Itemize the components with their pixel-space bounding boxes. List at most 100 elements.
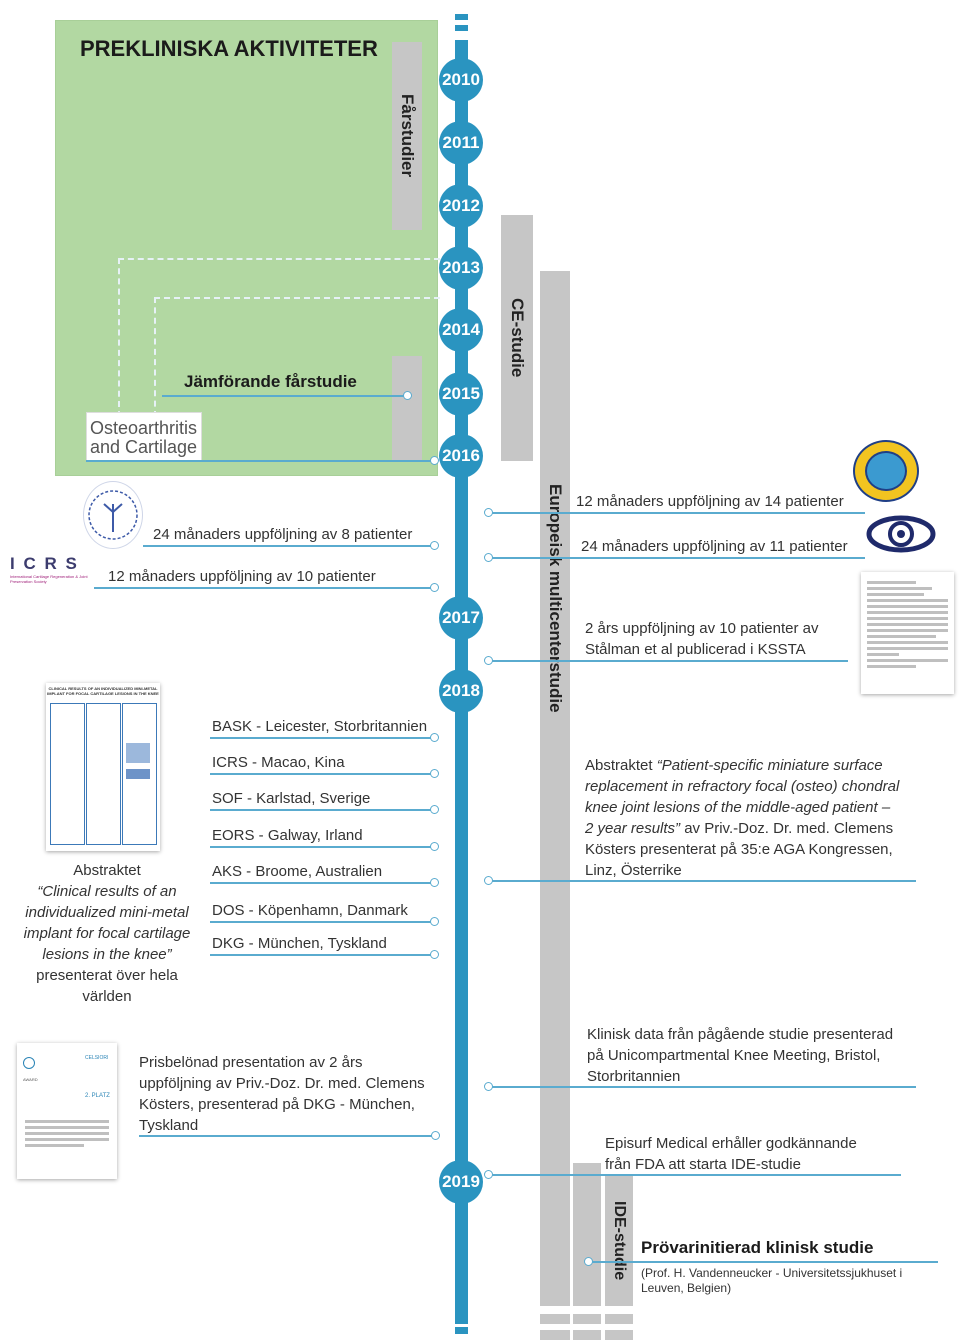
- prize-line-2: uppföljning av Priv.-Doz. Dr. med. Cleme…: [139, 1075, 425, 1092]
- fda-dot: [484, 1170, 493, 1179]
- icrs-subtitle: International Cartilage Regeneration & J…: [10, 574, 88, 584]
- year-2019: 2019: [439, 1160, 483, 1204]
- congress-dkg: DKG - München, Tyskland: [212, 935, 387, 952]
- abstract-right-tail-1: Kösters presenterat på 35:e AGA Kongress…: [585, 841, 893, 858]
- abstract-left-label: Abstraktet: [73, 862, 141, 879]
- kssta-paper-thumbnail: [861, 572, 954, 694]
- dashed-connector-2013: [118, 258, 440, 260]
- abstract-right-tail-first: av Priv.-Doz. Dr. med. Clemens: [680, 820, 894, 837]
- ide-bar-1: [573, 1163, 601, 1306]
- event-12m-10p-line: [94, 587, 432, 589]
- congress-sof-dot: [430, 805, 439, 814]
- abstract-right-line: [490, 880, 916, 882]
- kssta-line: [490, 660, 848, 662]
- poster-thumbnail: CLINICAL RESULTS OF AN INDIVIDUALIZED MI…: [46, 683, 160, 851]
- oac-logo-line1: Osteoarthritis: [90, 418, 198, 438]
- provar-sub-1: (Prof. H. Vandenneucker - Universitetssj…: [641, 1266, 903, 1280]
- farstudier-bar: Fårstudier: [392, 42, 422, 230]
- year-2016: 2016: [439, 434, 483, 478]
- award-line: AWARD: [23, 1077, 38, 1082]
- preclinical-title: PREKLINISKA AKTIVITETER: [80, 36, 378, 61]
- ide-studie-bar: IDE-studie: [605, 1176, 633, 1306]
- year-2015: 2015: [439, 372, 483, 416]
- kssta-line2: Stålman et al publicerad i KSSTA: [585, 641, 806, 658]
- congress-aks-line: [210, 882, 432, 884]
- kssta-dot: [484, 656, 493, 665]
- year-2013: 2013: [439, 246, 483, 290]
- europeisk-bar-tail-2: [540, 1330, 570, 1340]
- abstract-left-tail-1: presenterat över hela: [36, 967, 178, 984]
- ortho-tree-icon: [88, 490, 138, 540]
- congress-dos-dot: [430, 917, 439, 926]
- abstract-left: Abstraktet “Clinical results of an indiv…: [0, 860, 214, 1007]
- year-2010: 2010: [439, 58, 483, 102]
- congress-bask: BASK - Leicester, Storbritannien: [212, 718, 428, 735]
- award-place: 2. PLATZ: [85, 1093, 110, 1099]
- prize-dot: [431, 1131, 440, 1140]
- congress-dos-line: [210, 921, 432, 923]
- abstract-left-title-2: individualized mini-metal: [25, 904, 189, 921]
- icrs-logo: I C R S International Cartilage Regenera…: [10, 554, 90, 594]
- kssta-text: 2 års uppföljning av 10 patienter av Stå…: [585, 618, 819, 660]
- poster-title-2: IMPLANT FOR FOCAL CARTILAGE LESIONS IN T…: [47, 691, 159, 696]
- klinisk-line-3: Storbritannien: [587, 1068, 681, 1085]
- abstract-right-title-3: knee joint lesions of the middle-aged pa…: [585, 799, 891, 816]
- oac-logo: Osteoarthritis and Cartilage: [86, 412, 202, 462]
- congress-eors-line: [210, 846, 432, 848]
- year-2014: 2014: [439, 308, 483, 352]
- prize-line: [139, 1135, 433, 1137]
- ide-bar-2-tail-1: [605, 1314, 633, 1324]
- congress-icrs-dot: [430, 769, 439, 778]
- event-12m-14p-dot: [484, 508, 493, 517]
- provar-line: [590, 1261, 938, 1263]
- event-12m-10p-dot: [430, 583, 439, 592]
- year-2018: 2018: [439, 669, 483, 713]
- abstract-right-tail-2: Linz, Österrike: [585, 862, 682, 879]
- farstudier-label: Fårstudier: [398, 94, 417, 178]
- abstract-right-title-1: “Patient-specific miniature surface: [656, 757, 883, 774]
- prize-line-4: Tyskland: [139, 1117, 199, 1134]
- jamforande-dot: [403, 391, 412, 400]
- svensk-ortopedisk-logo: [83, 481, 143, 549]
- eye-icon: [866, 515, 936, 553]
- congress-bask-line: [210, 737, 432, 739]
- oac-line: [86, 460, 432, 462]
- jamforande-line: [162, 395, 406, 397]
- ce-studie-bar: CE-studie: [501, 215, 533, 461]
- klinisk-line-1: Klinisk data från pågående studie presen…: [587, 1026, 894, 1043]
- oac-dot: [430, 456, 439, 465]
- poster-title-1: CLINICAL RESULTS OF AN INDIVIDUALIZED MI…: [48, 686, 158, 691]
- fda-line-1: Episurf Medical erhåller godkännande: [605, 1135, 857, 1152]
- prize-line-3: Kösters, presenterad på DKG - München,: [139, 1096, 415, 1113]
- sports-medicine-seal: [853, 440, 919, 502]
- klinisk-text: Klinisk data från pågående studie presen…: [587, 1024, 893, 1087]
- congress-bask-dot: [430, 733, 439, 742]
- congress-aks-dot: [430, 878, 439, 887]
- abstract-right-dot: [484, 876, 493, 885]
- axis-dash-top-1: [455, 14, 468, 20]
- congress-icrs: ICRS - Macao, Kina: [212, 754, 345, 771]
- congress-eors: EORS - Galway, Irland: [212, 827, 363, 844]
- abstract-right-prefix: Abstraktet: [585, 757, 657, 774]
- fda-line-2: från FDA att starta IDE-studie: [605, 1156, 801, 1173]
- axis-dash-top-2: [455, 25, 468, 31]
- icrs-letters: I C R S: [10, 554, 79, 573]
- year-2017: 2017: [439, 596, 483, 640]
- event-24m-8p-dot: [430, 541, 439, 550]
- oac-logo-line2: and Cartilage: [90, 437, 198, 457]
- congress-aks: AKS - Broome, Australien: [212, 863, 383, 880]
- klinisk-line: [490, 1086, 916, 1088]
- event-12m-14p: 12 månaders uppföljning av 14 patienter: [576, 493, 844, 510]
- abstract-left-tail-2: världen: [82, 988, 132, 1005]
- provar-dot: [584, 1257, 593, 1266]
- year-2012: 2012: [439, 184, 483, 228]
- klinisk-dot: [484, 1082, 493, 1091]
- fda-text: Episurf Medical erhåller godkännande frå…: [605, 1133, 857, 1175]
- provar-sub-2: Leuven, Belgien): [641, 1281, 732, 1295]
- award-certificate: CELSIORI AWARD 2. PLATZ: [17, 1043, 117, 1179]
- event-12m-10p: 12 månaders uppföljning av 10 patienter: [108, 568, 376, 585]
- prize-text: Prisbelönad presentation av 2 års uppföl…: [139, 1052, 425, 1136]
- dashed-connector-2014: [154, 297, 440, 299]
- event-24m-11p-dot: [484, 553, 493, 562]
- abstract-left-title-3: implant for focal cartilage: [23, 925, 191, 942]
